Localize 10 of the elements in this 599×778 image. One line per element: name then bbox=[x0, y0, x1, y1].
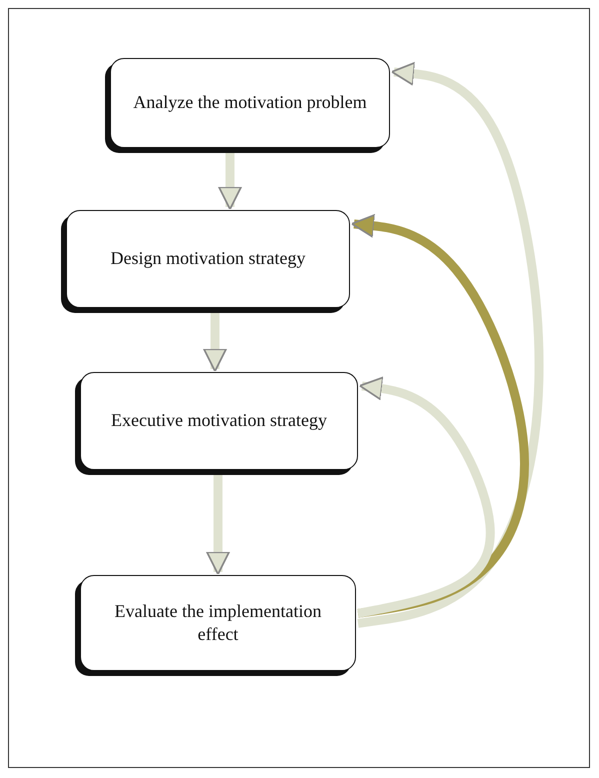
arrow bbox=[350, 214, 529, 618]
step-label: Executive motivation strategy bbox=[111, 409, 327, 432]
step-label: Design motivation strategy bbox=[110, 247, 306, 270]
arrow bbox=[206, 475, 230, 576]
arrow bbox=[218, 153, 242, 210]
arrow bbox=[357, 62, 544, 628]
arrow bbox=[357, 376, 495, 618]
step-label: Evaluate the implementation effect bbox=[114, 600, 322, 646]
step-label: Analyze the motivation problem bbox=[133, 91, 367, 114]
arrow bbox=[203, 313, 227, 372]
